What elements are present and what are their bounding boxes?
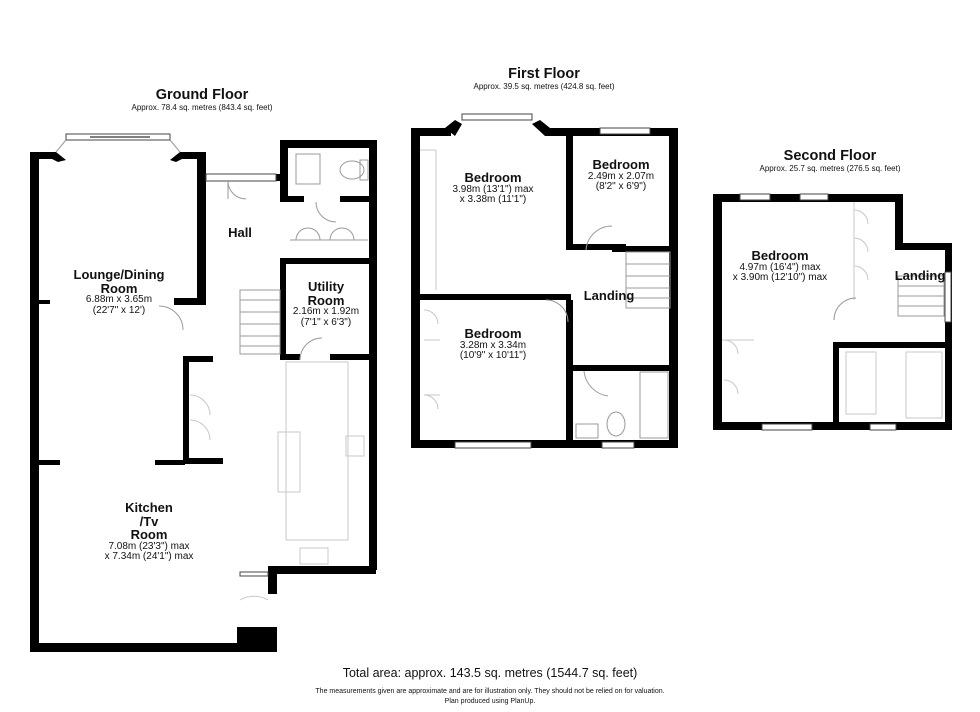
second-floor-title: Second Floor <box>783 148 877 164</box>
second-floor-heading: Second Floor Approx. 25.7 sq. metres (27… <box>740 148 920 174</box>
bedroom-ff2-dim-1: 2.49m x 2.07m <box>587 170 655 182</box>
lounge-name-2: Room <box>100 280 138 296</box>
lounge-dining-room-label: Lounge/Dining Room 6.88m x 3.65m (22'7" … <box>54 268 184 316</box>
utility-dim-2: (7'1" x 6'3") <box>300 316 352 328</box>
utility-room-label: Utility Room 2.16m x 1.92m (7'1" x 6'3") <box>284 280 368 328</box>
bedroom-sf-dim-1: 4.97m (16'4") max <box>739 261 821 273</box>
lounge-dim-1: 6.88m x 3.65m <box>85 294 153 306</box>
kitchen-dim-1: 7.08m (23'3") max <box>108 540 190 552</box>
lounge-name-1: Lounge/Dining <box>73 267 165 282</box>
ground-floor-walls <box>30 140 377 652</box>
second-floor-details <box>722 193 952 431</box>
kitchen-name-1: Kitchen <box>125 500 173 515</box>
first-floor-title: First Floor <box>508 66 580 82</box>
second-floor-landing-label: Landing <box>892 269 948 283</box>
utility-dim-1: 2.16m x 1.92m <box>292 306 360 318</box>
first-floor-bedroom-3-label: Bedroom 3.28m x 3.34m (10'9" x 10'11") <box>440 327 546 362</box>
first-floor-bedroom-2-label: Bedroom 2.49m x 2.07m (8'2" x 6'9") <box>576 158 666 193</box>
total-area-text: Total area: approx. 143.5 sq. metres (15… <box>342 666 638 680</box>
kitchen-tv-room-label: Kitchen /Tv Room 7.08m (23'3") max x 7.3… <box>84 501 214 563</box>
bedroom-ff2-dim-2: (8'2" x 6'9") <box>595 181 647 193</box>
kitchen-name-2: /Tv <box>139 513 159 529</box>
bedroom-ff1-dim-1: 3.98m (13'1") max <box>452 183 534 195</box>
utility-name-1: Utility <box>307 279 345 294</box>
ground-floor-title: Ground Floor <box>155 87 249 103</box>
bedroom-ff1-dim-2: x 3.38m (11'1") <box>459 194 527 206</box>
ground-floor-heading: Ground Floor Approx. 78.4 sq. metres (84… <box>112 87 292 113</box>
first-floor-area: Approx. 39.5 sq. metres (424.8 sq. feet) <box>473 82 615 92</box>
ground-floor-area: Approx. 78.4 sq. metres (843.4 sq. feet) <box>131 103 273 113</box>
second-floor-walls <box>713 194 952 430</box>
utility-name-2: Room <box>307 292 345 308</box>
ground-floor-details <box>55 133 369 601</box>
bedroom-ff2-name: Bedroom <box>592 157 650 172</box>
disclaimer-text: The measurements given are approximate a… <box>315 688 665 695</box>
hall-label: Hall <box>210 226 270 240</box>
bedroom-ff3-dim-2: (10'9" x 10'11") <box>459 350 527 362</box>
first-floor-details <box>420 113 671 449</box>
second-floor-bedroom-label: Bedroom 4.97m (16'4") max x 3.90m (12'10… <box>722 249 838 284</box>
landing-sf-name: Landing <box>894 268 946 283</box>
bedroom-sf-dim-2: x 3.90m (12'10") max <box>732 272 828 284</box>
second-floor-area: Approx. 25.7 sq. metres (276.5 sq. feet) <box>759 164 901 174</box>
first-floor-bedroom-1-label: Bedroom 3.98m (13'1") max x 3.38m (11'1"… <box>440 171 546 206</box>
bedroom-sf-name: Bedroom <box>751 248 809 263</box>
kitchen-name-3: Room <box>130 527 168 543</box>
bedroom-ff3-dim-1: 3.28m x 3.34m <box>459 339 527 351</box>
kitchen-dim-2: x 7.34m (24'1") max <box>104 551 194 563</box>
credit-text: Plan produced using PlanUp. <box>444 698 536 705</box>
lounge-dim-2: (22'7" x 12') <box>92 304 146 316</box>
first-floor-heading: First Floor Approx. 39.5 sq. metres (424… <box>454 66 634 92</box>
bedroom-ff1-name: Bedroom <box>464 170 522 185</box>
hall-name: Hall <box>228 225 252 240</box>
landing-ff-name: Landing <box>583 288 635 303</box>
bedroom-ff3-name: Bedroom <box>464 326 522 341</box>
first-floor-landing-label: Landing <box>574 289 644 303</box>
